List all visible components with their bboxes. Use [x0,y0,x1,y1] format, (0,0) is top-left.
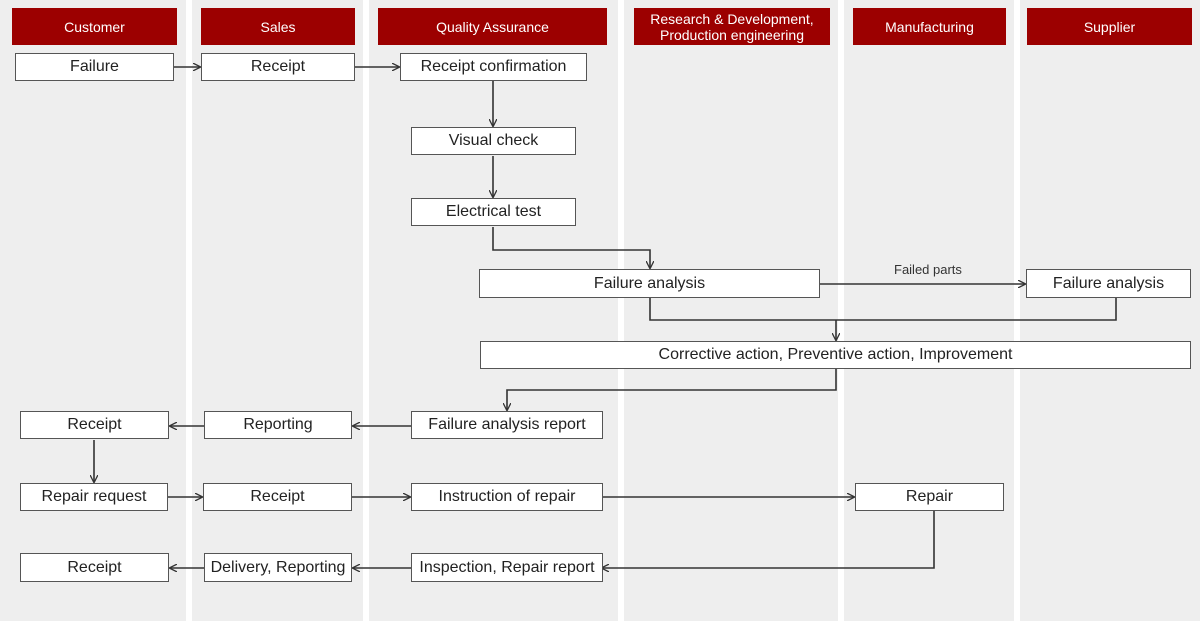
header-manufacturing: Manufacturing [853,8,1006,45]
step-customer-receipt-final: Receipt [20,553,169,582]
step-visual-check: Visual check [411,127,576,155]
arrow-corrective-action-to-failure-analysis-report [507,369,837,410]
step-sales-receipt: Receipt [201,53,355,81]
step-customer-receipt: Receipt [20,411,169,439]
arrow-electrical-test-to-failure-analysis [492,227,650,268]
step-manufacturing-repair: Repair [855,483,1004,511]
header-research-development: Research & Development, Production engin… [634,8,830,45]
step-instruction-of-repair: Instruction of repair [411,483,603,511]
lane-research-development [624,0,838,621]
lane-supplier [1020,0,1200,621]
lane-customer [0,0,186,621]
header-quality-assurance: Quality Assurance [378,8,607,45]
step-corrective-action: Corrective action, Preventive action, Im… [480,341,1191,369]
arrow-repair-to-inspection-report [602,511,935,568]
step-electrical-test: Electrical test [411,198,576,226]
lane-manufacturing [844,0,1014,621]
step-customer-repair-request: Repair request [20,483,168,511]
step-customer-failure: Failure [15,53,174,81]
step-sales-receipt-repair: Receipt [203,483,352,511]
step-receipt-confirmation: Receipt confirmation [400,53,587,81]
header-sales: Sales [201,8,355,45]
step-inspection-repair-report: Inspection, Repair report [411,553,603,582]
line-failure-analysis-merge [649,298,1117,321]
step-delivery-reporting: Delivery, Reporting [204,553,352,582]
step-sales-reporting: Reporting [204,411,352,439]
step-supplier-failure-analysis: Failure analysis [1026,269,1191,298]
header-customer: Customer [12,8,177,45]
lane-sales [192,0,363,621]
step-failure-analysis-report: Failure analysis report [411,411,603,439]
step-rnd-failure-analysis: Failure analysis [479,269,820,298]
header-supplier: Supplier [1027,8,1192,45]
edge-label-failed-parts: Failed parts [894,262,962,277]
